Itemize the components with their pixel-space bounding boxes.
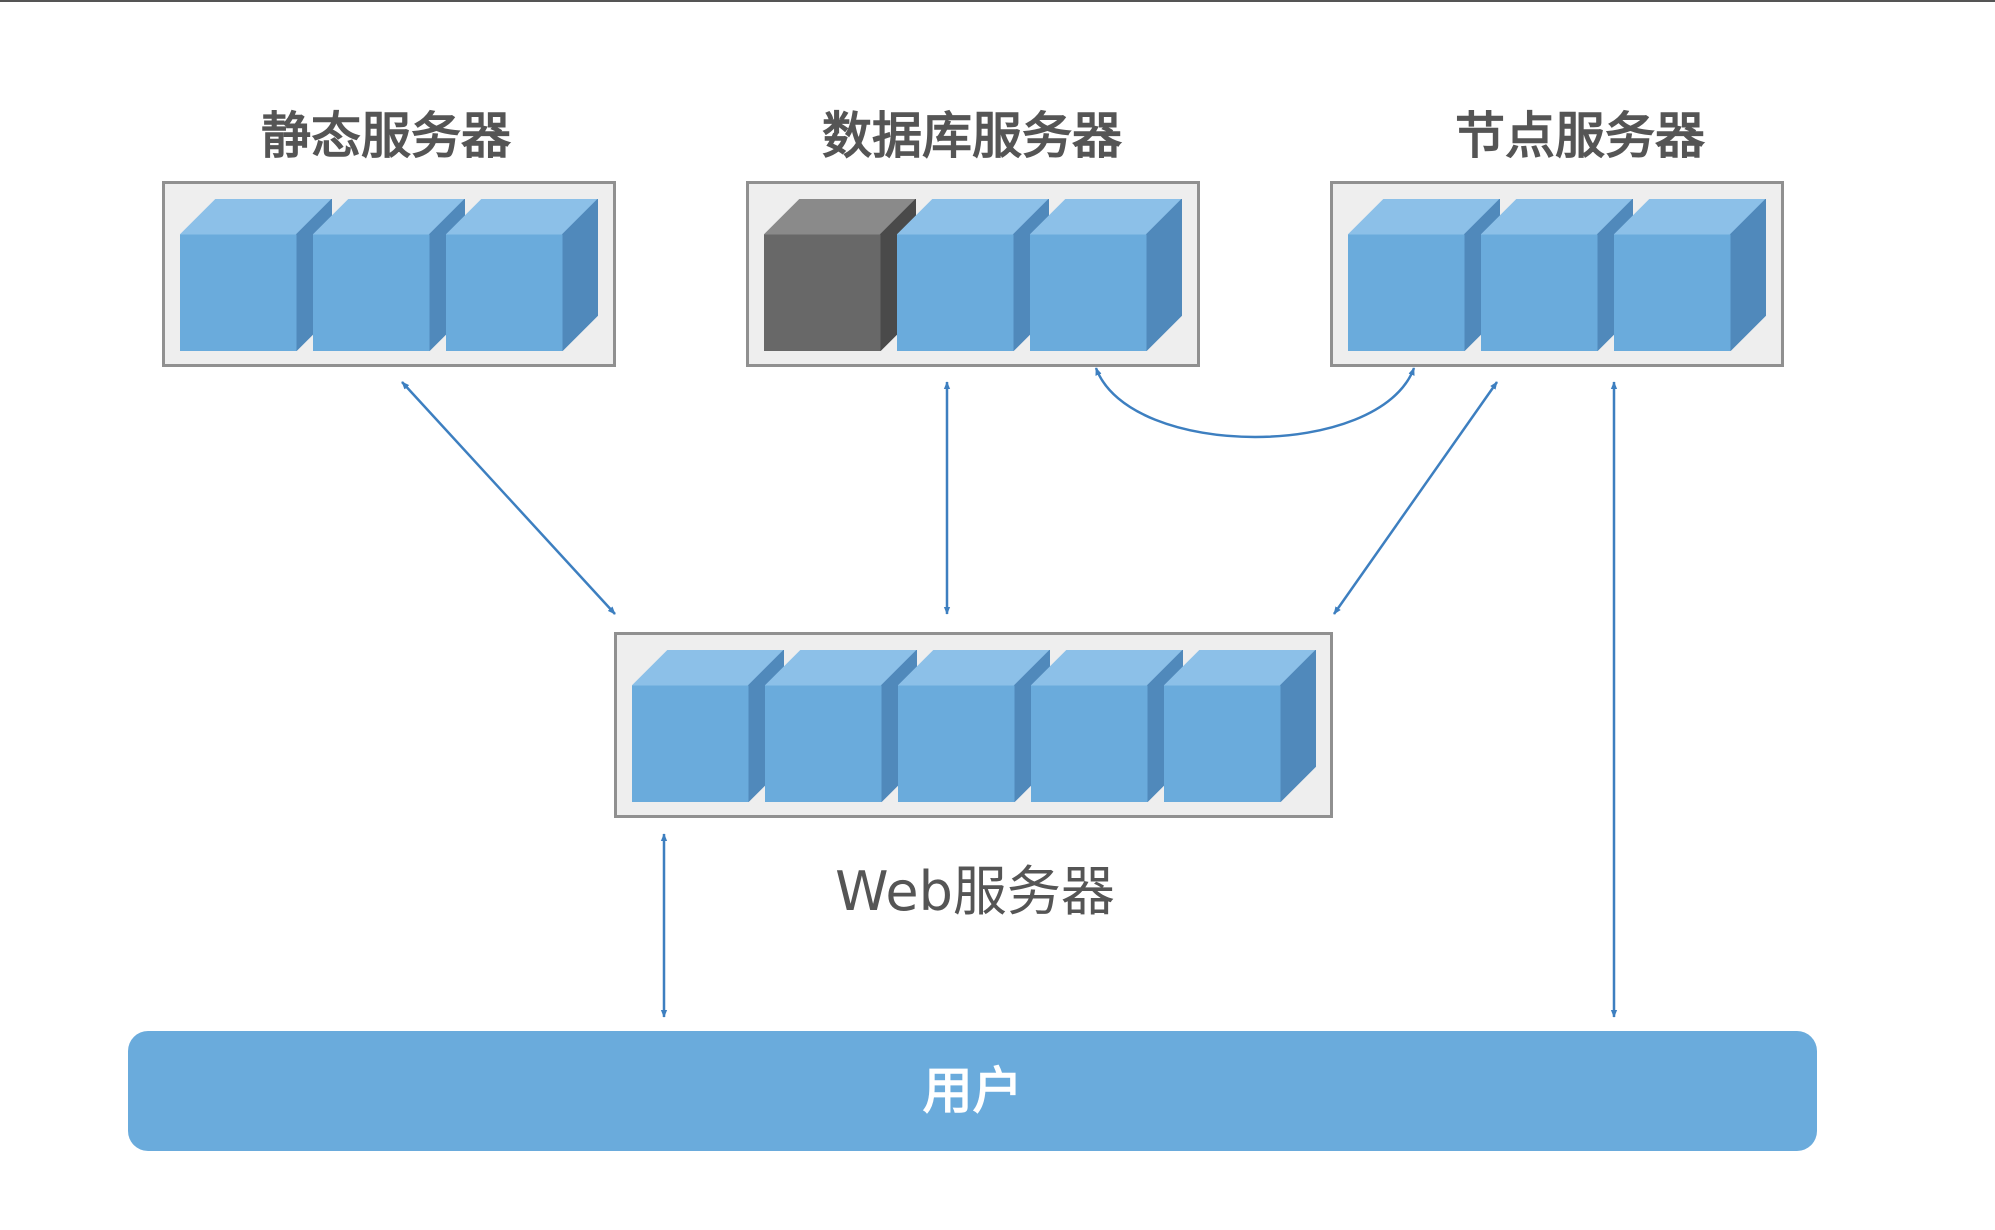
- database-server-label: 数据库服务器: [822, 107, 1122, 165]
- user-bar: 用户: [128, 1031, 1817, 1151]
- web-server-label: Web服务器: [835, 860, 1115, 923]
- database-server-group: [746, 181, 1200, 367]
- server-node: [1614, 199, 1766, 351]
- static-web-arrow: [401, 381, 616, 615]
- static-server-group: [162, 181, 616, 367]
- server-node: [897, 199, 1049, 351]
- node-web-arrow: [1332, 381, 1499, 615]
- user-label: 用户: [922, 1062, 1023, 1120]
- static-server-label: 静态服务器: [261, 107, 511, 165]
- top-rule: [0, 0, 1995, 2]
- server-node: [446, 199, 598, 351]
- server-node: [1030, 199, 1182, 351]
- node-server-group: [1330, 181, 1784, 367]
- web-server-group: [614, 632, 1333, 818]
- node-server-label: 节点服务器: [1455, 107, 1705, 165]
- database-node-arrow: [1094, 367, 1416, 439]
- server-node: [1164, 650, 1316, 802]
